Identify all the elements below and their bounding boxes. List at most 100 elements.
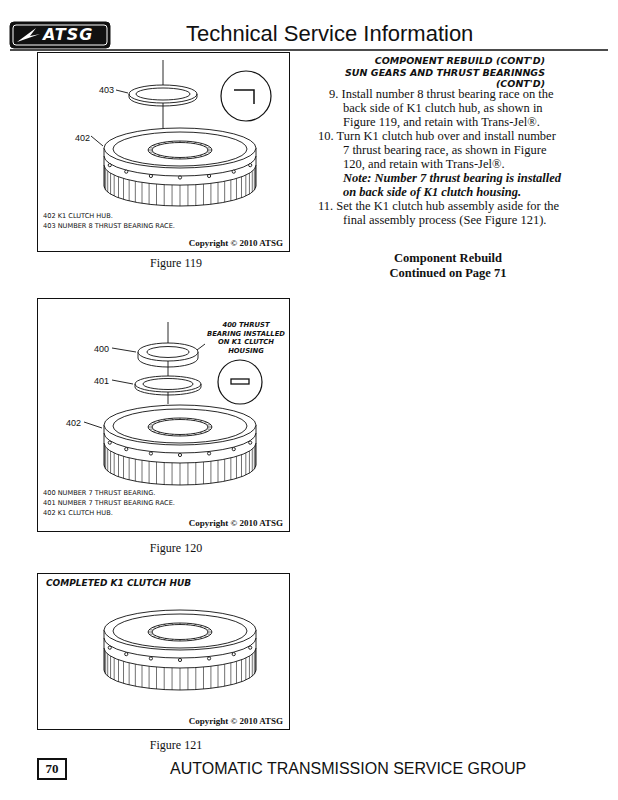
hub-stroke <box>114 453 115 475</box>
hub-stroke <box>230 180 231 201</box>
hub-stroke <box>207 629 211 630</box>
callout-number: 402 <box>66 418 81 428</box>
hub-stroke <box>230 663 231 685</box>
hub-stroke <box>236 456 237 478</box>
hub-stroke <box>194 419 196 420</box>
hub-stroke <box>187 185 188 206</box>
hub-stroke <box>200 144 203 145</box>
hub-stroke <box>204 153 207 155</box>
hub-stroke <box>204 430 207 432</box>
figure-caption: Figure 121 <box>136 738 216 753</box>
hub-stroke <box>180 185 181 206</box>
hub-stroke <box>142 665 143 687</box>
hub-stroke <box>157 155 160 156</box>
hub-stroke <box>123 456 124 478</box>
hub-stroke <box>208 427 212 428</box>
hub-stroke <box>142 182 143 203</box>
hub-stroke <box>152 422 155 424</box>
hub-stroke <box>194 156 196 157</box>
hub-stroke <box>149 147 153 148</box>
hub-hole <box>149 657 152 660</box>
hub-stroke <box>152 153 155 155</box>
hub-stroke <box>149 629 153 630</box>
hub-stroke <box>218 182 219 203</box>
procedure-note: Note: Number 7 thrust bearing is install… <box>343 171 565 199</box>
hub-hole <box>149 174 152 177</box>
hub-stroke <box>255 650 256 672</box>
hub-stroke <box>245 658 246 680</box>
clutch-hub-figure <box>104 610 256 690</box>
hub-stroke <box>200 637 203 638</box>
hub-stroke <box>224 181 225 202</box>
hub-stroke <box>104 167 105 188</box>
callout-number: 403 <box>99 85 114 95</box>
hub-stroke <box>104 433 256 453</box>
hub-stroke <box>129 458 130 480</box>
hub-hole <box>125 653 128 656</box>
hub-stroke <box>152 143 208 158</box>
hub-stroke <box>255 167 256 188</box>
hub-hole <box>125 170 128 173</box>
hub-stroke <box>194 142 196 143</box>
hub-stroke <box>164 419 166 420</box>
hub-stroke <box>236 178 237 199</box>
hub-hole <box>207 452 210 455</box>
procedure-step: 10. Turn K1 clutch hub over and install … <box>318 129 565 171</box>
hub-stroke <box>241 455 242 477</box>
hub-stroke <box>118 177 119 198</box>
hub-stroke <box>180 418 181 420</box>
hub-stroke <box>148 150 152 151</box>
section-subheading: SUN GEARS AND THRUST BEARINNGS (CONT'D) <box>300 67 545 89</box>
hub-stroke <box>172 434 173 435</box>
hub-stroke <box>104 650 105 672</box>
clutch-hub-drawings <box>104 128 256 690</box>
hub-stroke <box>164 624 166 625</box>
hub-stroke <box>107 449 108 471</box>
hub-stroke <box>164 156 166 157</box>
hub-stroke <box>218 665 219 687</box>
footer-art <box>38 759 66 779</box>
hub-stroke <box>180 640 181 642</box>
legend-line: 401 NUMBER 7 THRUST BEARING RACE. <box>43 499 175 507</box>
hub-stroke <box>104 165 256 185</box>
hub-stroke <box>203 667 204 689</box>
hub-stroke <box>254 447 255 469</box>
clutch-hub-figure <box>104 128 256 206</box>
hub-stroke <box>152 625 208 640</box>
page-number: 70 <box>38 761 66 777</box>
legend-line: 402 K1 CLUTCH HUB. <box>43 212 113 220</box>
hub-stroke <box>149 633 153 634</box>
hub-stroke <box>148 141 212 159</box>
hub-stroke <box>172 623 173 624</box>
hub-stroke <box>164 463 165 485</box>
hub-stroke <box>245 175 246 196</box>
hub-stroke <box>164 142 166 143</box>
hub-hole <box>207 657 210 660</box>
hub-hole <box>249 164 252 167</box>
hub-stroke <box>149 666 150 688</box>
hub-stroke <box>118 660 119 682</box>
hub-stroke <box>180 435 181 437</box>
hub-stroke <box>152 145 155 147</box>
figure-panel: COMPLETED K1 CLUTCH HUBCopyright © 2010 … <box>37 573 290 730</box>
hub-stroke <box>105 447 106 469</box>
hub-stroke <box>172 418 173 419</box>
hub-stroke <box>194 638 196 639</box>
hub-stroke <box>187 623 188 624</box>
brand-logo: ATSG <box>43 25 93 44</box>
hub-stroke <box>187 418 188 419</box>
hub-stroke <box>204 145 207 147</box>
hub-stroke <box>164 433 166 434</box>
continuation-note: Component Rebuild Continued on Page 71 <box>380 251 516 281</box>
callout-number: 402 <box>75 133 90 143</box>
page-title: Technical Service Information <box>186 21 473 47</box>
hub-stroke <box>208 632 212 633</box>
copyright-note: Copyright © 2010 ATSG <box>189 716 283 726</box>
hub-stroke <box>152 420 208 435</box>
clutch-hub-figure <box>104 405 256 485</box>
figure-caption: Figure 119 <box>136 256 216 271</box>
hub-stroke <box>156 667 157 689</box>
hub-stroke <box>180 463 181 485</box>
hub-stroke <box>129 180 130 201</box>
hub-stroke <box>152 635 155 637</box>
